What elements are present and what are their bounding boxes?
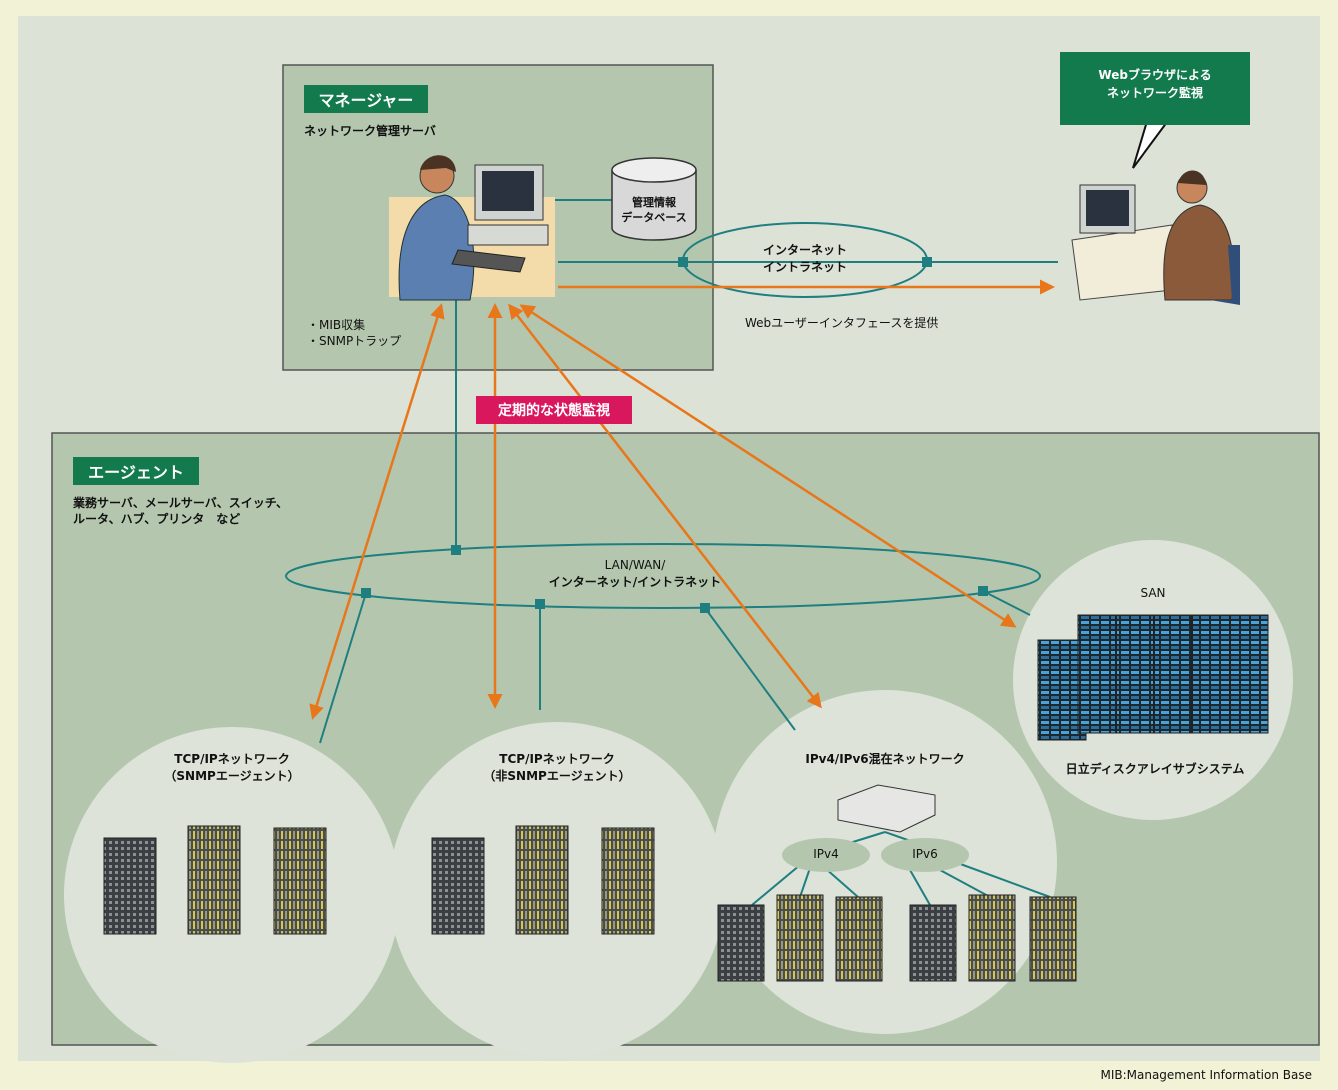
web-callout: [1060, 52, 1250, 125]
ipv6-label: IPv6: [912, 847, 938, 861]
nonsnmp-group-line1: TCP/IPネットワーク: [499, 752, 615, 766]
san-caption: 日立ディスクアレイサブシステム: [1065, 762, 1245, 776]
snmp-group-line2: （SNMPエージェント）: [164, 769, 300, 783]
monitoring-arrows: [309, 279, 1055, 720]
san-storage: [1037, 614, 1269, 741]
web-ui-label: Webユーザーインタフェースを提供: [745, 316, 939, 330]
manager-tag: マネージャー: [304, 85, 428, 113]
nonsnmp-group-line2: （非SNMPエージェント）: [483, 769, 631, 783]
db-label-line2: データベース: [621, 211, 687, 224]
ipv46-group-title: IPv4/IPv6混在ネットワーク: [805, 752, 965, 766]
feature-snmp-trap: ・SNMPトラップ: [307, 334, 402, 348]
web-callout-line2: ネットワーク監視: [1106, 86, 1203, 100]
nonsnmp-servers: [431, 825, 655, 935]
lan-label-line1: LAN/WAN/: [604, 558, 666, 572]
database-cylinder: [611, 157, 697, 241]
feature-mib: ・MIB収集: [307, 318, 366, 332]
san-title: SAN: [1140, 586, 1166, 600]
ipv46-network: [717, 784, 1077, 982]
manager-subtitle: ネットワーク管理サーバ: [304, 124, 436, 138]
web-user-illustration: [1071, 170, 1240, 305]
db-label-line1: 管理情報: [632, 196, 676, 209]
ipv4-label: IPv4: [813, 847, 839, 861]
web-callout-line1: Webブラウザによる: [1098, 68, 1212, 82]
agent-tag: エージェント: [73, 457, 199, 485]
operator-illustration: [389, 155, 555, 301]
lan-label-line2: インターネット/イントラネット: [548, 575, 722, 589]
snmp-group-line1: TCP/IPネットワーク: [174, 752, 290, 766]
footnote: MIB:Management Information Base: [1100, 1068, 1312, 1082]
agent-desc-line2: ルータ、ハブ、プリンタ など: [73, 512, 241, 526]
internet-label-line2: イントラネット: [762, 260, 847, 274]
snmp-servers: [103, 825, 327, 935]
agent-desc-line1: 業務サーバ、メールサーバ、スイッチ、: [73, 496, 289, 510]
internet-label-line1: インターネット: [762, 243, 847, 257]
monitoring-label: 定期的な状態監視: [476, 396, 632, 424]
